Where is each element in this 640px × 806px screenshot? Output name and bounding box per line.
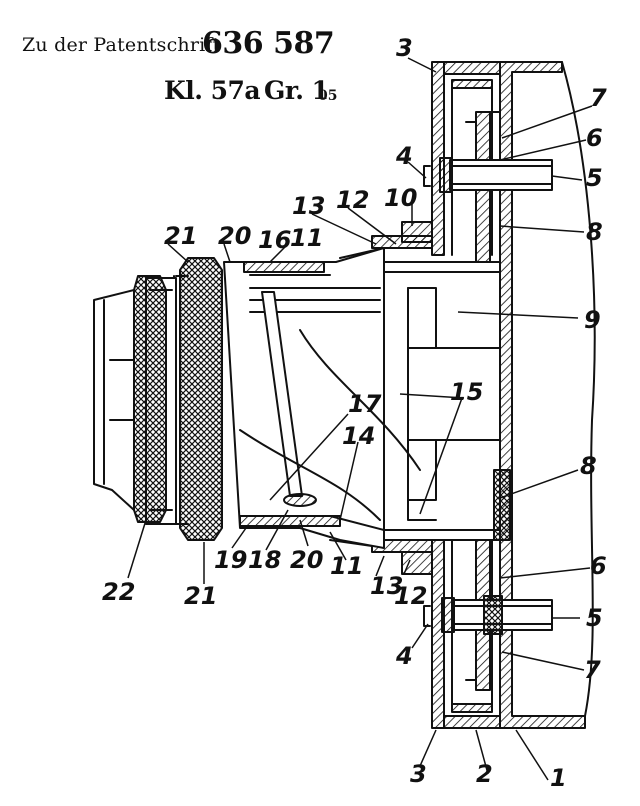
housing-part-1 <box>499 61 596 729</box>
callout-21-bottom: 21 <box>184 582 217 610</box>
screw-head-4-upper <box>423 165 431 187</box>
callout-7-top: 7 <box>590 84 607 112</box>
callout-11-bottom: 11 <box>330 552 363 580</box>
callout-13-top: 13 <box>292 192 325 220</box>
screw-part-5-lower <box>441 595 553 635</box>
callout-5-top: 5 <box>586 164 603 192</box>
aperture-ring-22 <box>133 275 167 523</box>
callout-3-top: 3 <box>396 34 413 62</box>
callout-22: 22 <box>102 578 135 606</box>
flange-ring-top <box>339 221 433 259</box>
callout-14: 14 <box>342 422 375 450</box>
mounting-plate-3 <box>431 61 501 729</box>
front-lens-housing <box>93 289 135 511</box>
patent-caption: Zu der Patentschrift <box>22 34 221 56</box>
gear-teeth-lower <box>493 469 511 541</box>
callout-8-bottom: 8 <box>580 452 597 480</box>
callout-20-bottom: 20 <box>290 546 323 574</box>
screw-part-5-upper <box>439 157 553 193</box>
callout-18: 18 <box>248 546 281 574</box>
callout-9: 9 <box>584 306 601 334</box>
callout-3-bottom: 3 <box>410 760 427 788</box>
patent-number: 636 587 <box>202 26 335 61</box>
callout-11-top: 11 <box>290 224 323 252</box>
callout-2: 2 <box>476 760 493 788</box>
focus-ring-21 <box>173 257 223 541</box>
callout-labels: 3 7 6 4 5 10 12 13 8 21 20 16 11 9 15 17… <box>102 34 607 792</box>
callout-6-bottom: 6 <box>590 552 607 580</box>
inner-barrel <box>223 247 385 549</box>
group-sub-label: 05 <box>318 88 338 104</box>
callout-20-top: 20 <box>218 222 251 250</box>
callout-21-top: 21 <box>164 222 197 250</box>
callout-7-bottom: 7 <box>584 656 601 684</box>
cam-groove <box>239 291 421 521</box>
callout-5-bottom: 5 <box>586 604 603 632</box>
callout-19: 19 <box>214 546 247 574</box>
callout-4-bottom: 4 <box>395 642 413 670</box>
callout-10: 10 <box>384 184 417 212</box>
callout-12-top: 12 <box>336 186 369 214</box>
callout-6-top: 6 <box>586 124 603 152</box>
callout-4-top: 4 <box>395 142 413 170</box>
callout-16: 16 <box>258 226 291 254</box>
class-label: Kl. 57a <box>164 76 261 105</box>
callout-8-top: 8 <box>586 218 603 246</box>
callout-15: 15 <box>450 378 483 406</box>
callout-13-bottom: 13 <box>370 572 403 600</box>
leader-lines <box>127 57 593 781</box>
callout-1: 1 <box>550 764 567 792</box>
group-label: Gr. 1 <box>264 76 329 105</box>
callout-17: 17 <box>348 390 382 418</box>
flange-ring-bottom <box>329 539 433 575</box>
callout-12-bottom: 12 <box>394 582 427 610</box>
